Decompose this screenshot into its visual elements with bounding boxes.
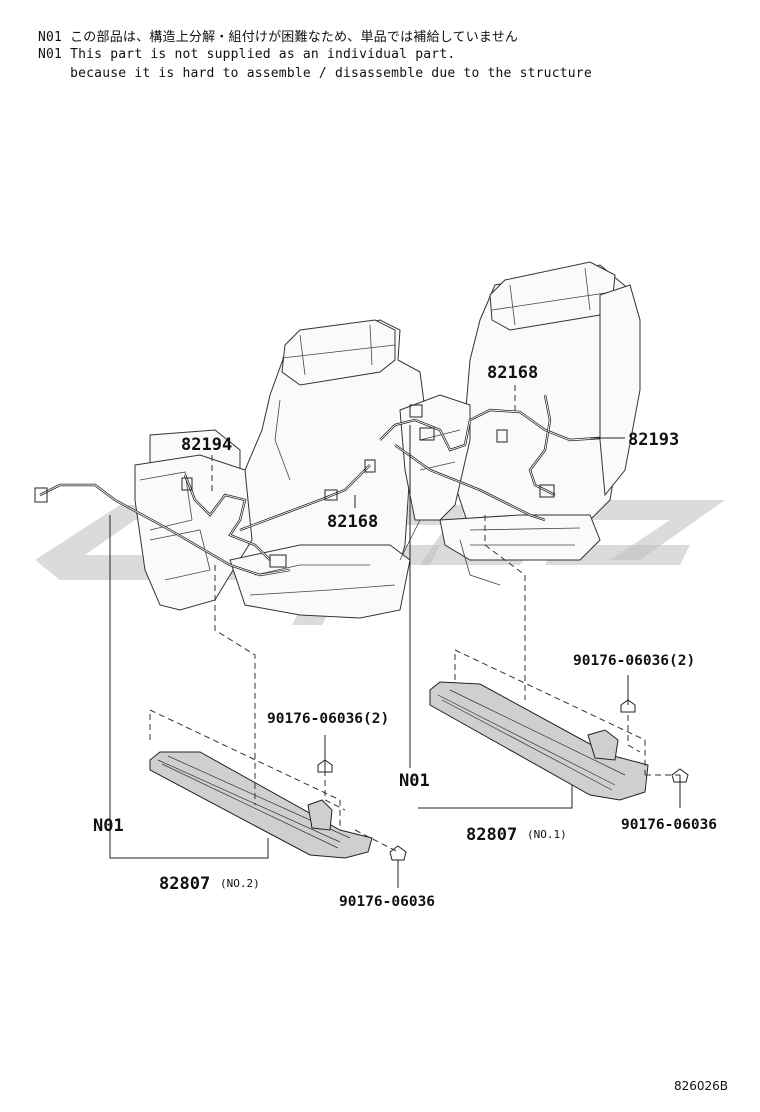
callout-clip-left-top: 90176-06036(2) bbox=[267, 711, 389, 727]
dashed-leader-lines bbox=[149, 385, 680, 853]
clip-icon bbox=[317, 699, 689, 861]
callout-82807-left-sub: (NO.2) bbox=[220, 877, 260, 890]
callout-n01-right: N01 bbox=[399, 771, 430, 791]
callout-82807-right: 82807 bbox=[466, 825, 517, 845]
left-seat-illustration bbox=[134, 319, 426, 619]
wire-harness-82194 bbox=[34, 474, 291, 577]
note-english-line2: because it is hard to assemble / disasse… bbox=[38, 66, 592, 81]
callout-82168-right: 82168 bbox=[487, 363, 538, 383]
callout-n01-left: N01 bbox=[93, 816, 124, 836]
callout-82168-left: 82168 bbox=[327, 512, 378, 532]
wire-harness-82168-left bbox=[239, 459, 376, 532]
callout-clip-right-bottom: 90176-06036 bbox=[621, 817, 717, 833]
callout-82807-left: 82807 bbox=[159, 874, 210, 894]
callout-clip-right-top: 90176-06036(2) bbox=[573, 653, 695, 669]
callout-82193: 82193 bbox=[628, 430, 679, 450]
seat-heater-mat-no1 bbox=[429, 681, 649, 801]
callout-82807-right-sub: (NO.1) bbox=[527, 828, 567, 841]
leader-lines bbox=[109, 425, 681, 888]
seat-heater-mat-no2 bbox=[149, 751, 373, 859]
wire-harness-82193 bbox=[379, 394, 601, 522]
note-english-line1: N01 This part is not supplied as an indi… bbox=[38, 47, 456, 62]
callout-82194: 82194 bbox=[181, 435, 232, 455]
callout-clip-left-bottom: 90176-06036 bbox=[339, 894, 435, 910]
right-seat-illustration bbox=[399, 261, 641, 586]
diagram-code: 826026B bbox=[674, 1079, 728, 1093]
note-japanese: N01 この部品は、構造上分解・組付けが困難なため、単品では補給していません bbox=[38, 30, 519, 45]
